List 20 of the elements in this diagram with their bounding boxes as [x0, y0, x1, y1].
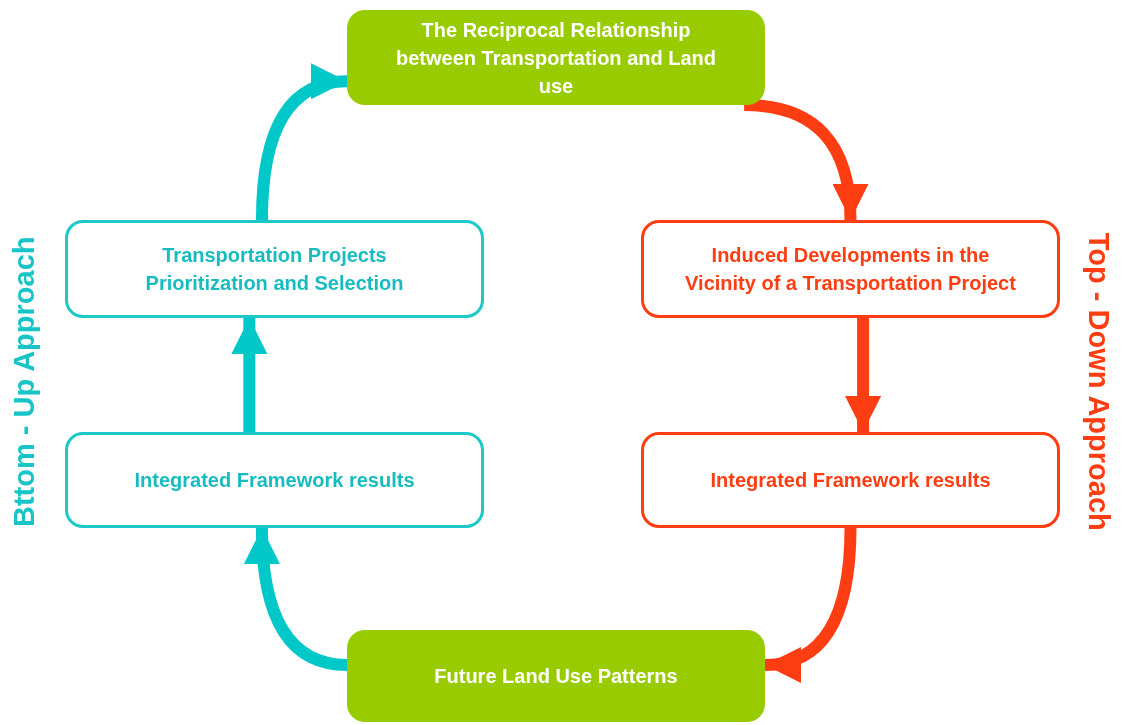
process-box [641, 220, 1060, 318]
arrow [845, 318, 882, 432]
box-text: Induced Developments in the Vicinity of a Transportation Project [684, 243, 1017, 296]
arrow [244, 527, 348, 671]
arrow [743, 99, 868, 221]
process-box [347, 630, 765, 722]
box-text: The Reciprocal Relationship between Transportation and Land use [395, 17, 717, 99]
process-box [65, 220, 484, 318]
box-text: Integrated Framework results [710, 468, 991, 493]
arrow [231, 318, 268, 432]
box-text: Transportation Projects Prioritization and Selection [144, 243, 405, 296]
process-box [641, 432, 1060, 528]
process-box [347, 10, 765, 105]
box-text: Integrated Framework results [134, 468, 415, 493]
side-label: Top - Down Approach [1081, 231, 1116, 533]
side-label: Bttom - Up Approach [7, 235, 42, 529]
box-text: Future Land Use Patterns [434, 664, 678, 689]
arrow [255, 65, 348, 221]
arrow [764, 527, 857, 681]
process-box [65, 432, 484, 528]
